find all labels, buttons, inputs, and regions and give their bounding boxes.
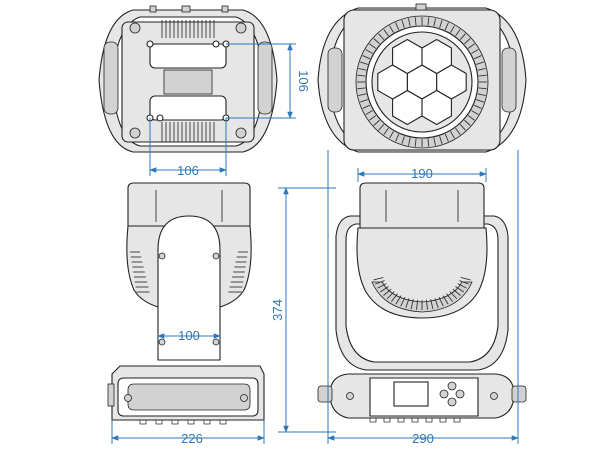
mount-holes: [129, 22, 247, 139]
dim-label-top-height: 106: [296, 70, 311, 92]
dim-label-front-width: 290: [412, 431, 434, 446]
front-view: [317, 182, 527, 423]
control-buttons: [439, 381, 465, 407]
display-screen: [393, 381, 429, 407]
dim-label-lens-width: 190: [411, 166, 433, 181]
dim-label-total-height: 374: [270, 299, 285, 321]
lens-right-handle: [501, 47, 517, 113]
dim-yoke-width: 100: [157, 328, 221, 343]
left-handle: [103, 41, 119, 115]
dim-total-height: 374: [270, 187, 336, 433]
right-handle: [257, 41, 273, 115]
hex-lens-cluster: [377, 38, 467, 126]
dim-front-width: 290: [327, 150, 519, 446]
lens-left-handle: [327, 47, 343, 113]
dim-top-width: 106: [149, 118, 227, 178]
side-view: [107, 182, 265, 425]
yoke-arm: [157, 215, 221, 361]
top-view: [98, 5, 278, 153]
dim-label-side-width: 226: [181, 431, 203, 446]
dim-lens-width: 190: [357, 166, 487, 182]
dim-label-yoke-width: 100: [178, 328, 200, 343]
dim-top-height: 106: [226, 43, 311, 119]
dim-side-width: 226: [111, 420, 265, 446]
dim-label-top-width: 106: [177, 163, 199, 178]
front-lens-view: [317, 3, 527, 153]
